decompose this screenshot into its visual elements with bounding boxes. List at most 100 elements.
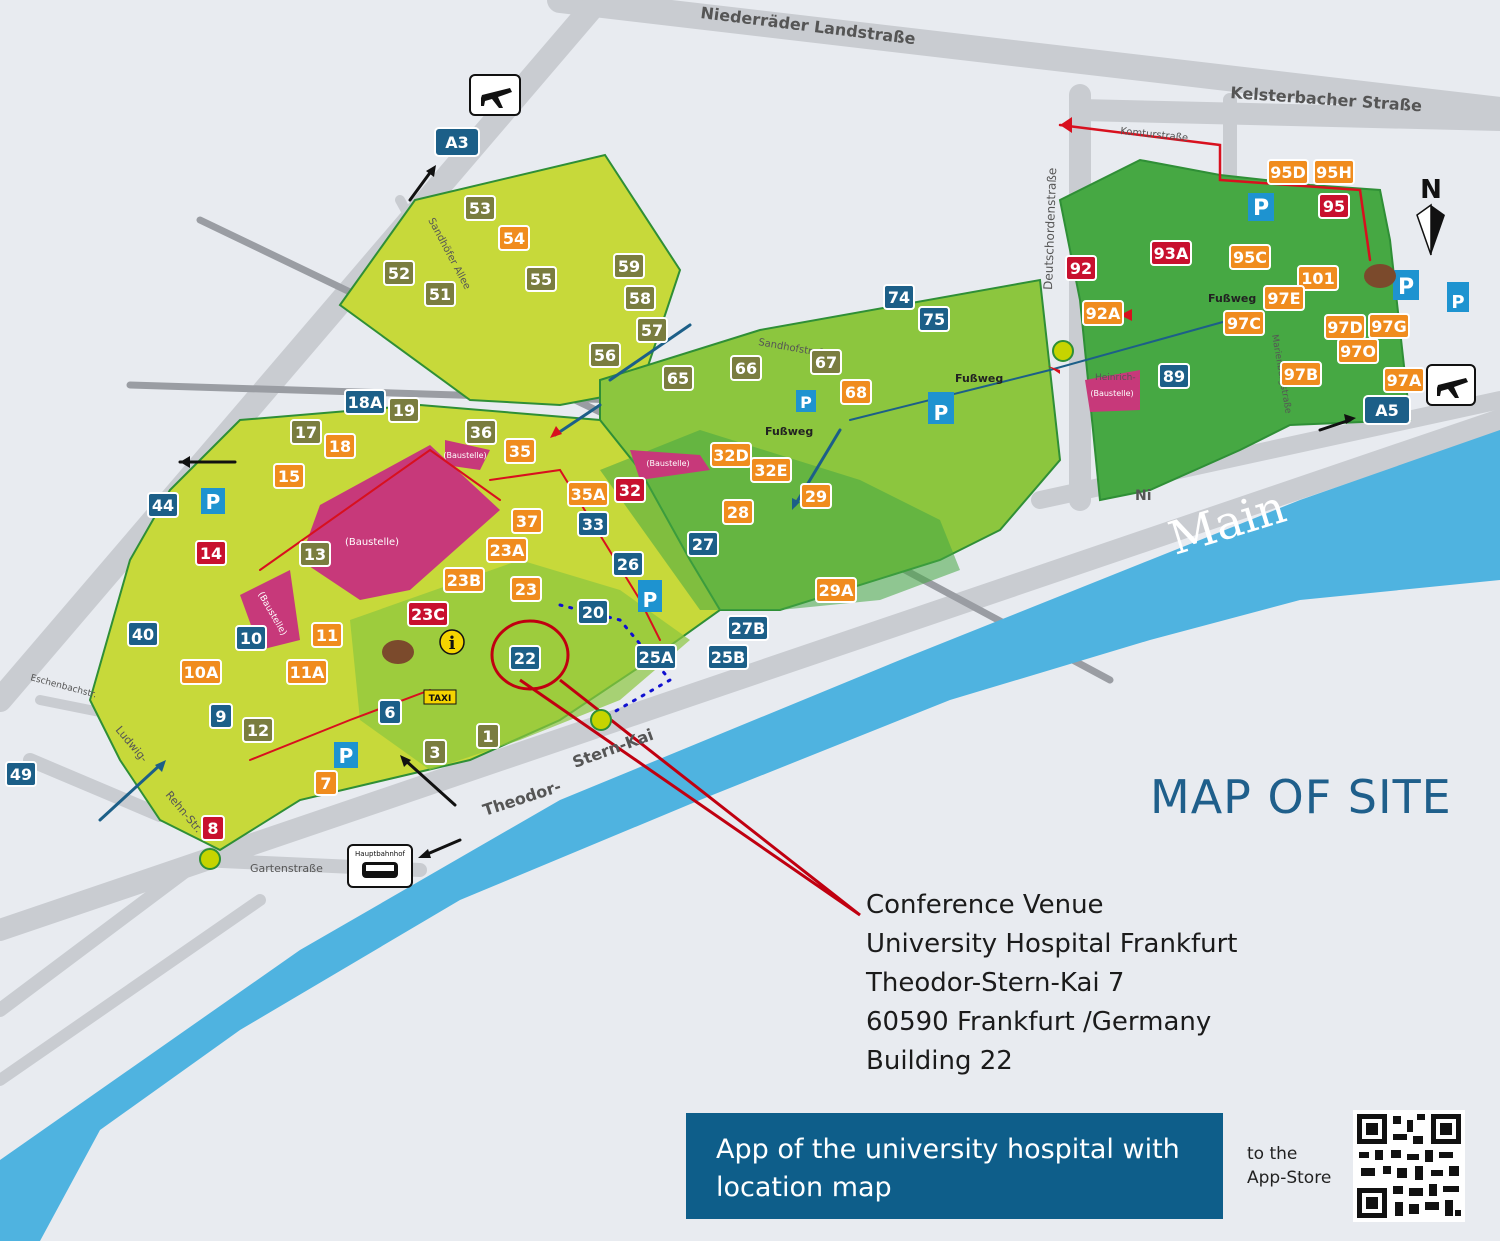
hospital-bus-stop-icon	[199, 340, 1074, 870]
building-marker-20[interactable]: 20	[577, 599, 609, 625]
building-marker-97e[interactable]: 97E	[1263, 285, 1305, 311]
app-banner-link[interactable]: App of the university hospital with loca…	[686, 1113, 1223, 1219]
building-marker-29[interactable]: 29	[800, 483, 832, 509]
building-marker-68[interactable]: 68	[840, 379, 872, 405]
building-marker-13[interactable]: 13	[299, 541, 331, 567]
building-marker-93a[interactable]: 93A	[1150, 240, 1192, 266]
building-marker-15[interactable]: 15	[273, 463, 305, 489]
building-marker-14[interactable]: 14	[195, 540, 227, 566]
building-marker-49[interactable]: 49	[5, 761, 37, 787]
building-marker-11[interactable]: 11	[311, 622, 343, 648]
building-marker-26[interactable]: 26	[612, 551, 644, 577]
building-marker-36[interactable]: 36	[465, 419, 497, 445]
building-marker-29a[interactable]: 29A	[815, 577, 857, 603]
building-label: 27	[692, 535, 714, 554]
building-marker-23[interactable]: 23	[510, 576, 542, 602]
building-marker-18a[interactable]: 18A	[344, 389, 386, 415]
building-label: 95	[1323, 197, 1345, 216]
building-marker-12[interactable]: 12	[242, 717, 274, 743]
building-marker-95h[interactable]: 95H	[1313, 159, 1355, 185]
building-marker-37[interactable]: 37	[511, 508, 543, 534]
building-marker-22[interactable]: 22	[509, 645, 541, 671]
building-marker-32[interactable]: 32	[614, 477, 646, 503]
building-marker-10a[interactable]: 10A	[180, 659, 222, 685]
building-marker-97b[interactable]: 97B	[1280, 361, 1322, 387]
building-marker-51[interactable]: 51	[424, 281, 456, 307]
building-marker-32e[interactable]: 32E	[750, 457, 792, 483]
building-marker-44[interactable]: 44	[147, 492, 179, 518]
qr-code-icon[interactable]	[1353, 1110, 1465, 1222]
building-marker-97c[interactable]: 97C	[1223, 310, 1265, 336]
building-marker-11a[interactable]: 11A	[286, 659, 328, 685]
building-label: 22	[514, 649, 536, 668]
building-marker-75[interactable]: 75	[918, 306, 950, 332]
parking-garage-icon: P	[928, 392, 954, 425]
building-marker-10[interactable]: 10	[235, 625, 267, 651]
building-marker-52[interactable]: 52	[383, 260, 415, 286]
building-marker-40[interactable]: 40	[127, 621, 159, 647]
building-marker-89[interactable]: 89	[1158, 363, 1190, 389]
building-label: 55	[530, 270, 552, 289]
building-marker-18[interactable]: 18	[324, 433, 356, 459]
building-label: 23A	[490, 541, 525, 560]
svg-text:P: P	[1451, 292, 1464, 313]
building-marker-97o[interactable]: 97O	[1337, 338, 1379, 364]
building-marker-27b[interactable]: 27B	[727, 615, 769, 641]
building-marker-1[interactable]: 1	[476, 723, 500, 749]
venue-line-institution: University Hospital Frankfurt	[866, 929, 1238, 959]
building-marker-54[interactable]: 54	[498, 225, 530, 251]
building-marker-66[interactable]: 66	[730, 355, 762, 381]
building-marker-25a[interactable]: 25A	[635, 644, 677, 670]
street-garten: Gartenstraße	[250, 862, 323, 875]
building-label: 15	[278, 467, 300, 486]
building-marker-67[interactable]: 67	[810, 349, 842, 375]
construction-label-main: (Baustelle)	[345, 537, 399, 548]
building-label: 74	[888, 288, 910, 307]
path-fussweg-2: Fußweg	[955, 372, 1003, 385]
building-marker-55[interactable]: 55	[525, 266, 557, 292]
building-marker-97a[interactable]: 97A	[1383, 367, 1425, 393]
svg-text:i: i	[449, 633, 456, 654]
building-label: 68	[845, 383, 867, 402]
highway-a3-badge: A3	[434, 127, 480, 157]
building-marker-23b[interactable]: 23B	[443, 567, 485, 593]
building-marker-7[interactable]: 7	[314, 770, 338, 796]
building-marker-23a[interactable]: 23A	[486, 537, 528, 563]
building-marker-27[interactable]: 27	[687, 531, 719, 557]
building-marker-28[interactable]: 28	[722, 499, 754, 525]
building-marker-56[interactable]: 56	[589, 342, 621, 368]
building-marker-57[interactable]: 57	[636, 317, 668, 343]
building-marker-19[interactable]: 19	[388, 397, 420, 423]
building-marker-8[interactable]: 8	[201, 815, 225, 841]
building-marker-97g[interactable]: 97G	[1368, 313, 1410, 339]
building-label: 33	[582, 515, 604, 534]
building-marker-92a[interactable]: 92A	[1082, 300, 1124, 326]
building-marker-95c[interactable]: 95C	[1229, 244, 1271, 270]
river	[0, 430, 1500, 1241]
building-marker-59[interactable]: 59	[613, 253, 645, 279]
building-marker-9[interactable]: 9	[209, 703, 233, 729]
building-marker-32d[interactable]: 32D	[710, 442, 752, 468]
building-marker-17[interactable]: 17	[290, 419, 322, 445]
building-marker-65[interactable]: 65	[662, 365, 694, 391]
building-marker-6[interactable]: 6	[378, 699, 402, 725]
building-marker-74[interactable]: 74	[883, 284, 915, 310]
parking-icon: P	[1248, 193, 1274, 221]
building-marker-95[interactable]: 95	[1318, 193, 1350, 219]
building-marker-58[interactable]: 58	[624, 285, 656, 311]
building-label: 32E	[754, 461, 787, 480]
building-marker-35[interactable]: 35	[504, 438, 536, 464]
building-marker-97d[interactable]: 97D	[1324, 314, 1366, 340]
building-marker-95d[interactable]: 95D	[1267, 159, 1309, 185]
building-label: 29A	[819, 581, 854, 600]
building-marker-92[interactable]: 92	[1065, 255, 1097, 281]
building-label: 35	[509, 442, 531, 461]
building-marker-101[interactable]: 101	[1297, 265, 1339, 291]
building-marker-35a[interactable]: 35A	[567, 481, 609, 507]
building-marker-33[interactable]: 33	[577, 511, 609, 537]
building-marker-23c[interactable]: 23C	[407, 601, 449, 627]
building-marker-3[interactable]: 3	[423, 739, 447, 765]
building-marker-25b[interactable]: 25B	[707, 644, 749, 670]
building-marker-53[interactable]: 53	[464, 195, 496, 221]
